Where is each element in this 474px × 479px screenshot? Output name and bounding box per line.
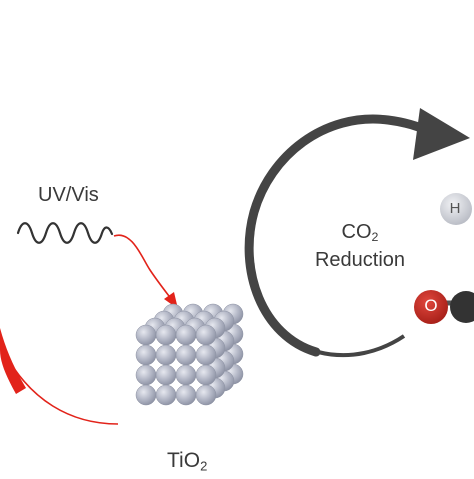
tio2-cube-icon	[135, 303, 244, 406]
cycle-arrow	[244, 114, 435, 357]
tio2-sphere	[195, 364, 217, 386]
tio2-sphere	[135, 384, 157, 406]
tio2-sphere	[175, 344, 197, 366]
cycle-arrow-head-icon	[413, 108, 470, 160]
tio2-sphere	[175, 384, 197, 406]
tio2-sphere	[155, 364, 177, 386]
tio2-sphere	[155, 384, 177, 406]
molecule-oxygen-icon	[414, 290, 448, 324]
catalyst-label: TiO2	[167, 450, 207, 472]
co2-label: CO2	[300, 222, 420, 244]
tio2-sphere	[175, 364, 197, 386]
co2-main-text: CO	[341, 221, 372, 243]
co2-subscript: 2	[371, 230, 379, 245]
catalyst-subscript: 2	[200, 458, 208, 474]
tio2-sphere	[195, 324, 217, 346]
hydrogen-label: H	[449, 200, 461, 217]
tio2-sphere	[155, 344, 177, 366]
catalyst-main-text: TiO	[167, 449, 201, 472]
tio2-sphere	[175, 324, 197, 346]
tio2-sphere	[195, 384, 217, 406]
light-to-catalyst-arrow	[113, 234, 173, 301]
molecule-carbon-icon	[450, 291, 474, 323]
tio2-sphere	[135, 364, 157, 386]
light-wave-icon	[16, 222, 114, 244]
molecule-hydrogen-icon	[440, 193, 472, 225]
tio2-sphere	[135, 324, 157, 346]
tio2-sphere	[195, 344, 217, 366]
reduction-label: Reduction	[314, 249, 406, 271]
cycle-arrow-tail	[317, 334, 406, 358]
oxygen-label: O	[424, 296, 438, 315]
tio2-sphere	[155, 324, 177, 346]
tio2-sphere	[135, 344, 157, 366]
light-label: UV/Vis	[38, 184, 99, 206]
red-curve-thick	[0, 328, 26, 394]
